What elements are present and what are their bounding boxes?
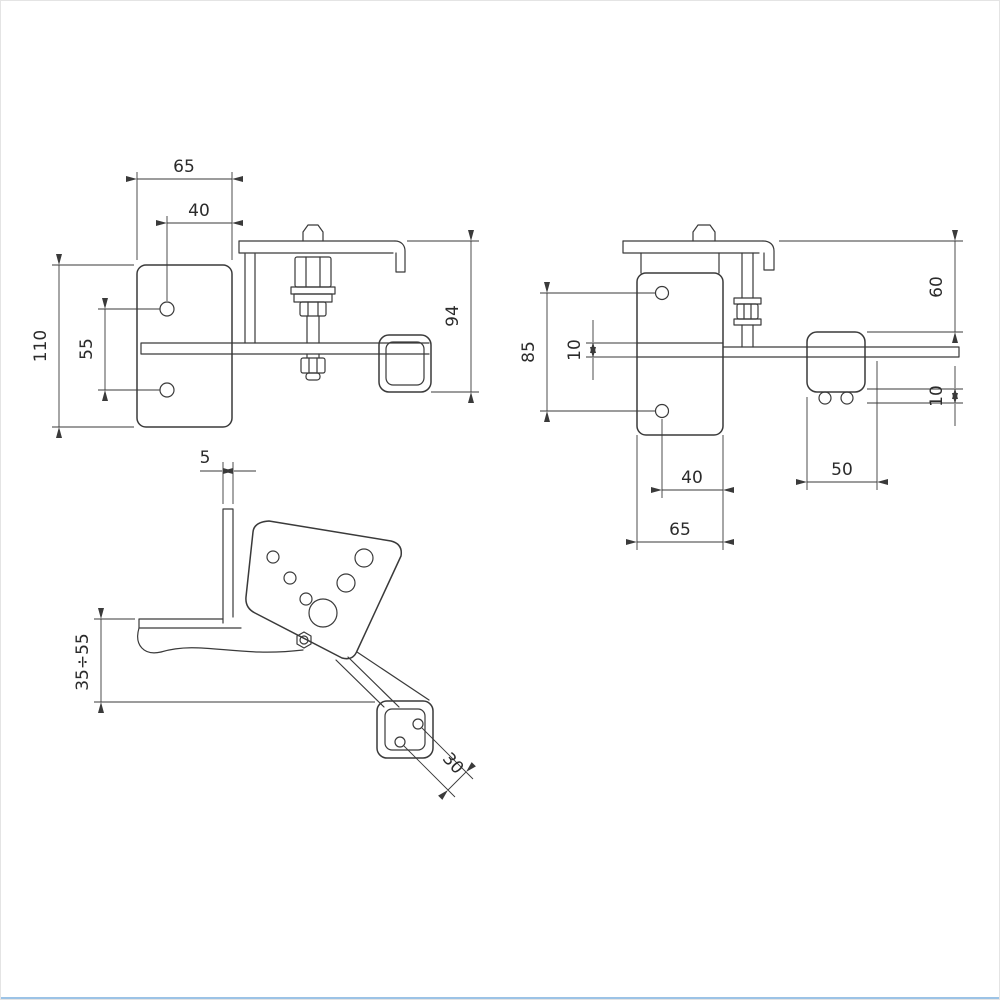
- dim-label-side-hole-spacing: 85: [519, 341, 539, 363]
- dimensions-side: 85 10 60 10 40 50 65: [519, 230, 963, 550]
- dim-label-side-roller-offset: 50: [831, 460, 853, 480]
- dim-label-front-plate-width: 65: [173, 157, 195, 177]
- gate-rib-side: [722, 346, 960, 358]
- side-plate: [636, 252, 724, 436]
- wall-angle: [137, 508, 304, 654]
- gate-rib: [140, 342, 430, 355]
- bolt-end: [818, 391, 832, 405]
- clamp-bolt: [296, 631, 312, 649]
- hanger-bolt: [290, 224, 336, 381]
- adjust-hole: [283, 571, 297, 585]
- hinge-plate: [245, 520, 403, 660]
- bolt-tip: [305, 372, 321, 381]
- mounting-plate: [136, 264, 430, 428]
- dim-label-side-hole-to-edge: 40: [681, 468, 703, 488]
- main-pivot-hole: [308, 598, 338, 628]
- tube-hole: [394, 736, 406, 748]
- dim-label-side-rib-height: 10: [565, 339, 585, 361]
- top-bracket-side: [622, 224, 775, 271]
- bolt-end: [840, 391, 854, 405]
- dim-label-top-adjustment-range: 35÷55: [73, 633, 93, 691]
- pivot-hole: [336, 573, 356, 593]
- washer: [290, 286, 336, 295]
- mounting-hole: [654, 403, 670, 419]
- gate-profile: [137, 627, 162, 654]
- dimensions-front: 65 40 110 55 94: [31, 157, 479, 438]
- tube-hole: [412, 718, 424, 730]
- dim-label-front-hole-spacing: 55: [77, 338, 97, 360]
- hex-nut: [736, 303, 759, 320]
- mounting-hole: [654, 285, 670, 301]
- washer: [293, 293, 333, 303]
- gate-profile: [160, 647, 304, 653]
- dim-label-front-hole-to-edge: 40: [188, 201, 210, 221]
- square-tube: [376, 700, 434, 759]
- pivot-bolt: [733, 252, 762, 348]
- lock-nut: [299, 301, 327, 317]
- hex-nut: [294, 256, 332, 288]
- support-arm: [335, 651, 430, 708]
- dim-label-front-overall-height: 94: [443, 305, 463, 327]
- dim-label-front-plate-height: 110: [31, 330, 51, 362]
- side-view: 85 10 60 10 40 50 65: [519, 224, 963, 550]
- front-view: 65 40 110 55 94: [31, 157, 479, 438]
- dim-label-top-tube-size: 30: [438, 749, 467, 778]
- top-bracket: [238, 240, 406, 344]
- dim-label-top-flange-thickness: 5: [200, 448, 211, 468]
- plate-rib: [636, 342, 724, 358]
- mounting-hole: [159, 382, 175, 398]
- bolt-head: [692, 224, 716, 242]
- washer: [733, 318, 762, 326]
- washer: [733, 297, 762, 305]
- bottom-accent-line: [1, 997, 999, 999]
- dim-label-side-upper-height: 60: [927, 276, 947, 298]
- dim-label-side-lower-offset: 10: [927, 385, 947, 407]
- bolt-head: [302, 224, 324, 242]
- roller-block: [378, 334, 432, 393]
- top-view: 5 35÷55 30: [73, 448, 476, 800]
- dim-label-side-plate-width: 65: [669, 520, 691, 540]
- adjust-hole: [299, 592, 313, 606]
- dimensions-top: 5 35÷55 30: [73, 448, 476, 800]
- roller-block-side: [806, 331, 866, 405]
- pivot-hole: [354, 548, 374, 568]
- bottom-nut: [300, 357, 326, 374]
- adjust-hole: [266, 550, 280, 564]
- mounting-hole: [159, 301, 175, 317]
